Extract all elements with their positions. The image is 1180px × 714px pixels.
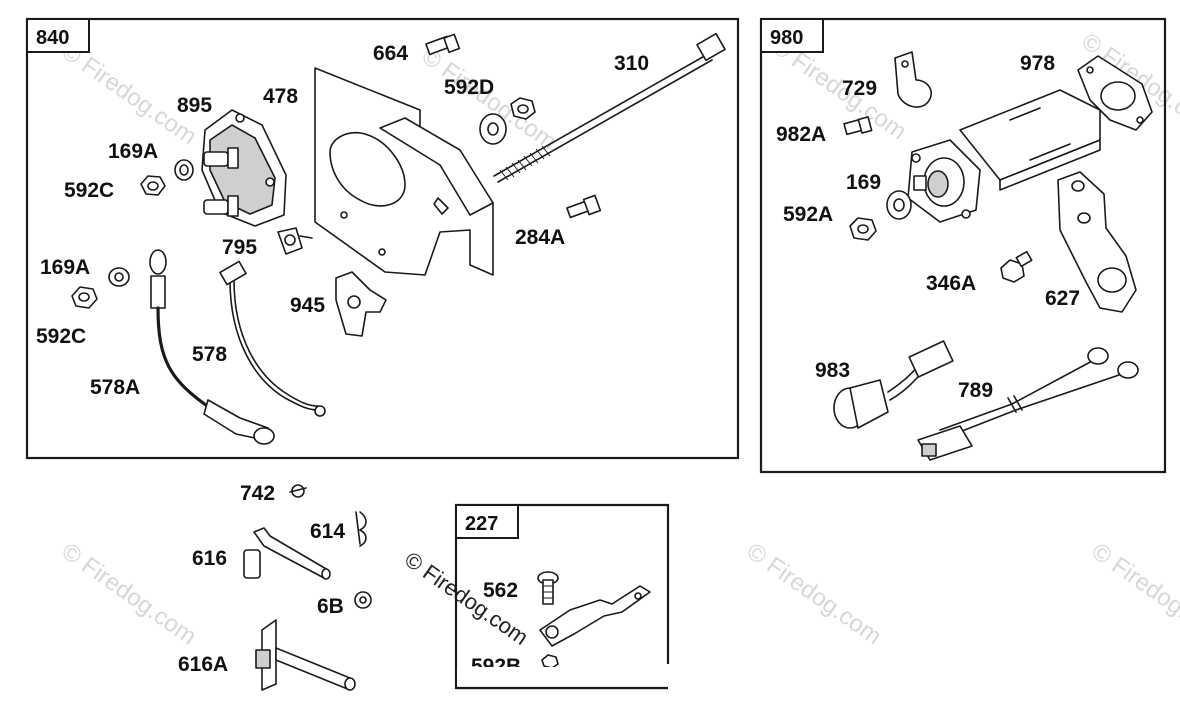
- label-284A: 284A: [515, 226, 565, 249]
- rod-616-icon: [243, 527, 331, 580]
- label-169A-low: 169A: [40, 256, 90, 279]
- clip-795-icon: [277, 227, 313, 255]
- gasket-978-icon: [1077, 55, 1153, 131]
- label-742: 742: [240, 482, 275, 505]
- label-592C-low: 592C: [36, 325, 86, 348]
- watermark-6: © Firedog.com: [742, 538, 887, 651]
- group-840-number: 840: [36, 27, 69, 49]
- watermark-5: © Firedog.com: [57, 538, 202, 651]
- label-310: 310: [614, 52, 649, 75]
- label-627: 627: [1045, 287, 1080, 310]
- label-592A: 592A: [783, 203, 833, 226]
- label-978: 978: [1020, 52, 1055, 75]
- nut-592A-icon: [849, 217, 877, 241]
- label-578A: 578A: [90, 376, 140, 399]
- bracket-945-icon: [335, 271, 387, 337]
- pin-614-icon: [355, 511, 367, 547]
- screw-284A-icon: [566, 194, 602, 219]
- label-616A: 616A: [178, 653, 228, 676]
- group-980-tag: [760, 18, 824, 53]
- nut-592C-lower-icon: [71, 286, 98, 309]
- group-980-number: 980: [770, 27, 803, 49]
- group-840-tag: [26, 18, 90, 53]
- long-bolt-310-icon: [493, 32, 726, 183]
- screw-346A-icon: [1000, 250, 1033, 283]
- clip-742-icon: [289, 484, 307, 498]
- group-227-tag: [455, 504, 519, 539]
- group-840-frame: [25, 17, 740, 460]
- wire-578-icon: [219, 260, 326, 417]
- label-614: 614: [310, 520, 345, 543]
- harness-789-icon: [917, 347, 1139, 461]
- label-6B: 6B: [317, 595, 344, 618]
- lever-227-icon: [539, 585, 651, 647]
- group-227-number: 227: [465, 513, 498, 535]
- screw-982A-icon: [843, 116, 873, 136]
- label-169: 169: [846, 171, 881, 194]
- label-982A: 982A: [776, 123, 826, 146]
- label-592C-top: 592C: [64, 179, 114, 202]
- bottom-mask: [457, 667, 667, 687]
- washer-169A-upper-icon: [174, 159, 194, 181]
- label-945: 945: [290, 294, 325, 317]
- label-478: 478: [263, 85, 298, 108]
- label-789: 789: [958, 379, 993, 402]
- washer-6B-icon: [354, 591, 372, 609]
- washer-169A-lower-icon: [108, 267, 130, 287]
- label-346A: 346A: [926, 272, 976, 295]
- bracket-627-icon: [1057, 171, 1137, 313]
- label-664: 664: [373, 42, 408, 65]
- label-169A-top: 169A: [108, 140, 158, 163]
- solenoid-895-icon: [201, 109, 287, 227]
- group-840: 840: [25, 17, 740, 460]
- label-895: 895: [177, 94, 212, 117]
- screw-562-icon: [537, 571, 559, 605]
- bracket-plate-478-icon: [314, 67, 494, 276]
- lever-616A-icon: [255, 619, 356, 691]
- label-983: 983: [815, 359, 850, 382]
- clamp-729-icon: [894, 51, 932, 108]
- group-980: 980: [759, 17, 1167, 474]
- label-616: 616: [192, 547, 227, 570]
- nut-592D-icon: [479, 97, 536, 145]
- label-592D: 592D: [444, 76, 494, 99]
- cable-578A-icon: [149, 249, 275, 445]
- bolt-664-icon: [425, 33, 461, 56]
- nut-592B-icon: [541, 654, 559, 669]
- group-980-frame: [759, 17, 1167, 474]
- label-578: 578: [192, 343, 227, 366]
- nut-592C-upper-icon: [140, 175, 166, 196]
- label-729: 729: [842, 77, 877, 100]
- key-switch-983-icon: [833, 340, 954, 429]
- watermark-7: © Firedog.com: [1087, 538, 1180, 651]
- label-562: 562: [483, 579, 518, 602]
- label-795: 795: [222, 236, 257, 259]
- washer-169-icon: [886, 190, 912, 220]
